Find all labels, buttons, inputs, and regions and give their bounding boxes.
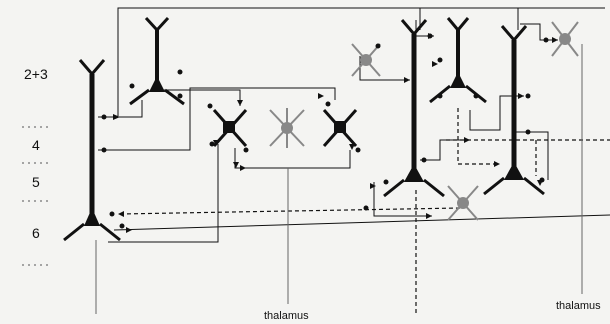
wire-p5a-to-p23b <box>420 139 470 161</box>
dashed-wire-p6 <box>119 207 461 215</box>
pyramidal-neuron-l5-right <box>483 25 545 196</box>
connection-wires <box>98 7 610 243</box>
stellate-neuron-l4-left <box>212 109 248 147</box>
layer-label-2-3: 2+3 <box>24 66 48 82</box>
thalamus-label-1: thalamus <box>264 310 309 322</box>
thalamus-label-2: thalamus <box>556 300 601 312</box>
wire-p6-to-star1 <box>108 144 219 243</box>
inhibitory-neuron-l4 <box>269 108 305 148</box>
thalamic-axons <box>95 44 583 314</box>
wire-p6-to-l4 <box>98 87 336 151</box>
pyramidal-neuron-l6 <box>63 59 121 242</box>
layer-boundaries <box>22 126 52 266</box>
layer-label-6: 6 <box>32 225 40 241</box>
layer-label-4: 4 <box>32 137 40 153</box>
wire-p5a-to-inh <box>373 182 432 217</box>
dashed-wire-p23b <box>457 108 500 165</box>
wire-top-frame <box>117 7 605 116</box>
pyramidal-neuron-l5-left <box>383 19 445 198</box>
wire-p23b-to-p5b <box>469 95 524 131</box>
layer-label-5: 5 <box>32 174 40 190</box>
wire-bottom-frame <box>113 214 610 231</box>
inhibitory-neuron-l5 <box>447 185 479 221</box>
wire-inh1 <box>359 56 410 81</box>
wire-inh-right-top <box>520 23 558 41</box>
arrowheads <box>113 33 558 233</box>
dashed-wires <box>119 108 610 314</box>
inhibitory-neuron-l23-right <box>551 21 579 57</box>
wire-p6-to-p23 <box>98 100 143 118</box>
wire-star1-to-star2 <box>234 148 351 169</box>
stellate-neuron-l4-right <box>322 109 358 147</box>
wire-p5b-right <box>514 131 549 180</box>
pyramidal-neuron-l23 <box>129 16 185 106</box>
synapse-terminals <box>101 33 549 229</box>
inhibitory-neuron-l23-left <box>351 43 381 77</box>
